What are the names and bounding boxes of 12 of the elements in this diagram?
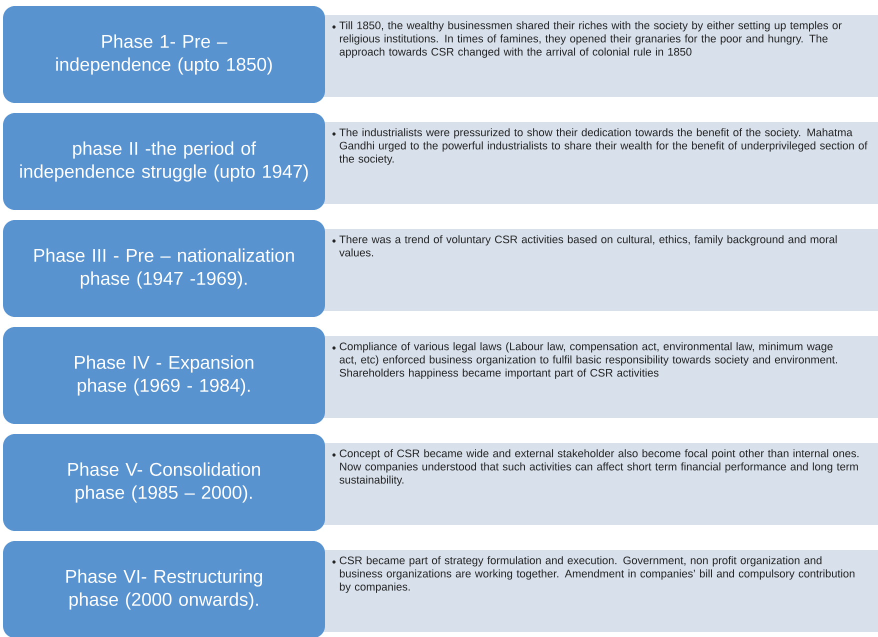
- description-box: There was a trend of voluntary CSR activities based on cultural, ethics, family background and moral values.: [318, 229, 878, 311]
- phase-box: Phase III - Pre – nationalization phase (1947 -1969).: [3, 220, 325, 317]
- description-box: The industrialists were pressurized to show their dedication towards the benefit of the society. Mahatma Gandhi urged to the powerful industrialists to share their wealth for the benefit of underprivileged section of the society.: [318, 122, 878, 204]
- description-box: CSR became part of strategy formulation and execution. Government, non profit organization and business organizations are working together. Amendment in companies’ bill and compulsory contribution by companies.: [318, 550, 878, 632]
- phase-box: Phase V- Consolidation phase (1985 – 2000).: [3, 434, 325, 531]
- phase-box: Phase 1- Pre – independence (upto 1850): [3, 6, 325, 103]
- description-box: Compliance of various legal laws (Labour law, compensation act, environmental law, minimum wage act, etc) enforced business organization to fulfil basic responsibility towards society and environment. Shareholders happiness became important part of CSR activities: [318, 336, 878, 418]
- phase-box: phase II -the period of independence struggle (upto 1947): [3, 113, 325, 210]
- description-box: Concept of CSR became wide and external stakeholder also become focal point other than internal ones. Now companies understood that such activities can affect short term financial performance and long term sustainability.: [318, 443, 878, 525]
- phase-box: Phase IV - Expansion phase (1969 - 1984).: [3, 327, 325, 424]
- description-box: Till 1850, the wealthy businessmen shared their riches with the society by either setting up temples or religious institutions. In times of famines, they opened their granaries for the poor and hungry. The approach towards CSR changed with the arrival of colonial rule in 1850: [318, 15, 878, 97]
- phase-box: Phase VI- Restructuring phase (2000 onwards).: [3, 541, 325, 637]
